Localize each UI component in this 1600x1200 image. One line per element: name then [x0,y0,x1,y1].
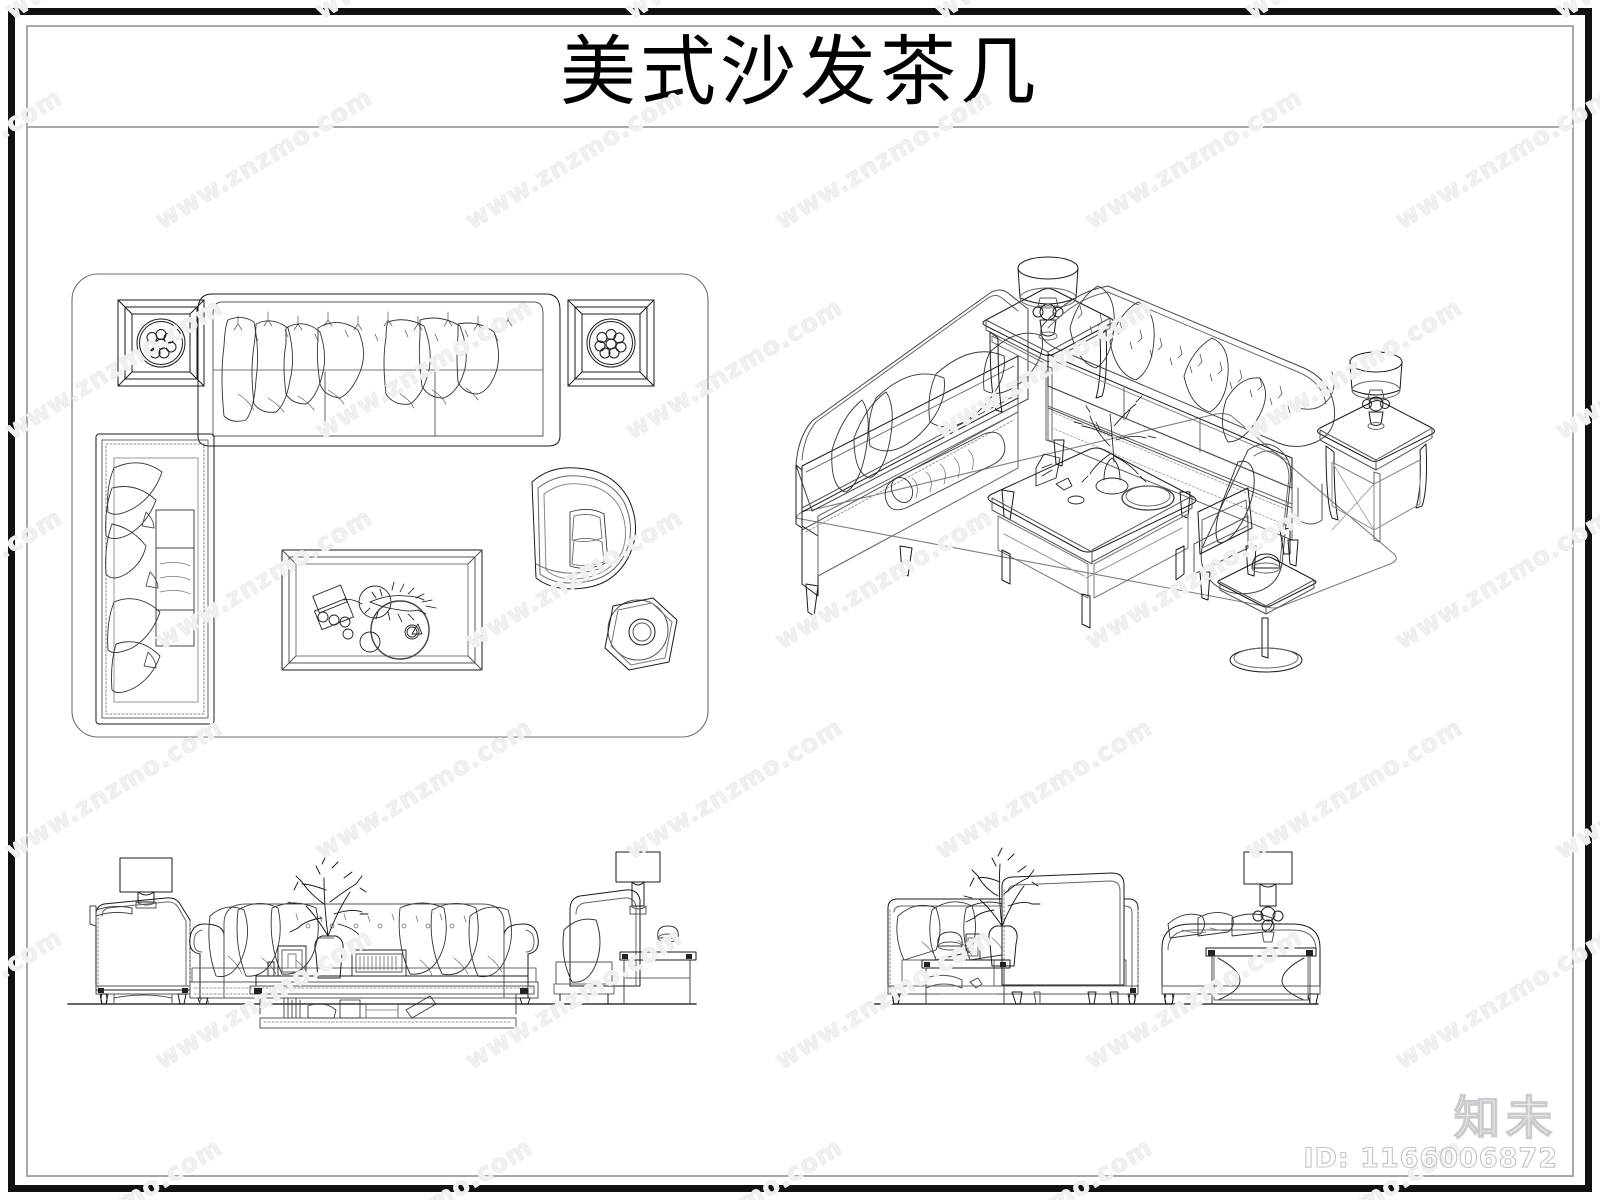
wing-chair-iso [1193,443,1292,601]
isometric-view [780,250,1480,673]
coffee-table-decor-iso [1035,395,1175,511]
left-sofa [795,289,1044,617]
title-bar: 美式沙发茶几 [26,25,1574,128]
sheet-title: 美式沙发茶几 [560,30,1040,115]
coffee-table-iso [987,395,1197,629]
watermark-logo-block: 知未 ID: 1166006872 [1303,1091,1558,1174]
small-table-side-elev [921,931,1011,1005]
plan-view [70,272,715,742]
coffee-table-decor [312,581,437,660]
logo-mark: 知未 [1453,1091,1558,1145]
round-stool [604,597,678,671]
pedestal-table [1217,553,1317,673]
front-elevation [64,838,704,1029]
sheet-inner-frame [26,25,1574,1177]
rectangular-coffee-table [281,549,483,671]
x-stretcher-table-elev [1205,947,1317,1005]
armchair-left-elev [89,857,191,1005]
sofa-right-elev [1161,851,1321,1005]
sheet-outer-border [8,8,1592,1192]
square-side-table-top-left [117,299,205,387]
wing-chair-center-elev [1001,872,1125,1005]
drawing-id: ID: 1166006872 [1303,1143,1558,1174]
side-table-right-elev [615,851,697,1005]
rug-parallelogram [795,412,1397,609]
plan-pillows [221,317,499,422]
coffee-table-front-elev [249,945,535,1029]
three-seat-tufted-sofa [197,293,561,447]
barrel-armchair [531,467,636,590]
side-elevation [862,838,1322,1014]
side-table-with-lamp-right [1317,351,1435,543]
long-sofa-left [95,433,215,725]
tufted-sofa-right [1040,285,1336,567]
branch-vase-front [287,855,369,979]
table-lamp-front-left [119,857,173,909]
square-side-table-top-right [567,299,655,387]
sofa-center-elev [189,902,539,1005]
rug-rounded-rect [71,273,709,738]
table-lamp-right [1349,351,1403,430]
wing-chair-right-elev [553,851,697,1005]
branch-vase-side [963,847,1041,967]
table-lamp-side-elev [1243,851,1293,943]
